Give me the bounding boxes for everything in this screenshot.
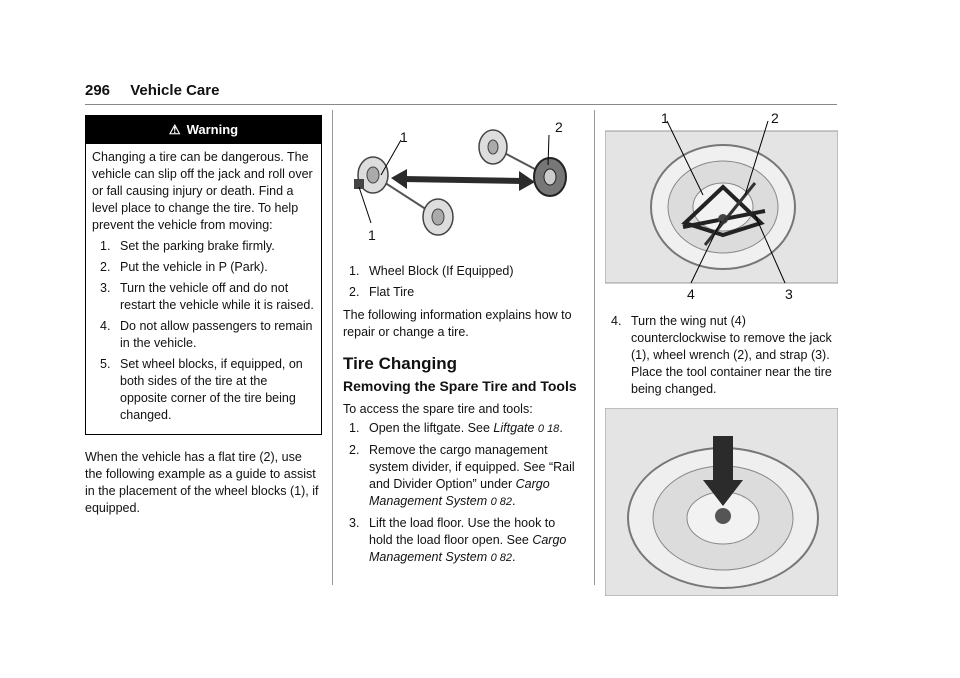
- diagonal-arrow: [402, 176, 524, 184]
- step-number: 1.: [100, 239, 111, 253]
- wheel-block-figure: 1 2 1: [343, 115, 581, 255]
- callout-label: 4: [687, 286, 695, 302]
- page-number: 296: [85, 82, 111, 99]
- legend-text: Wheel Block (If Equipped): [369, 264, 514, 278]
- page-reference[interactable]: 0 82: [490, 496, 513, 508]
- step-number: 3.: [100, 281, 111, 295]
- legend-item: 2. Flat Tire: [343, 284, 581, 301]
- warning-step: 4. Do not allow passengers to remain in t…: [92, 318, 315, 352]
- warning-step: 5. Set wheel blocks, if equipped, on both…: [92, 356, 315, 424]
- page-reference[interactable]: 0 18: [537, 423, 560, 435]
- warning-step: 3. Turn the vehicle off and do not restar…: [92, 280, 315, 314]
- step-text: Lift the load floor. Use the hook to hol…: [369, 516, 556, 547]
- legend-number: 2.: [349, 285, 360, 299]
- step-text: Remove the cargo management system divid…: [369, 443, 575, 491]
- flat-tire-paragraph: When the vehicle has a flat tire (2), us…: [85, 450, 319, 515]
- warning-icon: ⚠: [168, 122, 181, 137]
- access-step: 2. Remove the cargo management system div…: [343, 442, 581, 511]
- spare-tire-tools-illustration: [604, 120, 839, 284]
- warning-header: ⚠ Warning: [86, 116, 321, 144]
- wheel-wrench: [703, 182, 757, 246]
- cross-reference-link[interactable]: Cargo Management System: [369, 533, 567, 564]
- wing-nut: [715, 508, 731, 524]
- callout-label: 1: [661, 110, 669, 126]
- wing-nut-figure: [604, 407, 839, 597]
- access-step: 1. Open the liftgate. See Liftgate 0 18.: [343, 420, 581, 438]
- step-number: 2.: [349, 443, 360, 457]
- step-text: Set the parking brake firmly.: [120, 239, 275, 253]
- step-text-end: .: [559, 421, 563, 435]
- callout-label: 3: [785, 286, 793, 302]
- column-divider: [332, 110, 333, 585]
- step-number: 4.: [611, 314, 622, 328]
- figure-legend: 1. Wheel Block (If Equipped) 2. Flat Tire: [343, 263, 581, 301]
- intro-paragraph: The following information explains how t…: [343, 308, 572, 339]
- jack: [681, 184, 765, 238]
- section-heading: Tire Changing: [343, 354, 457, 373]
- step-number: 5.: [100, 357, 111, 371]
- access-intro: To access the spare tire and tools:: [343, 402, 533, 416]
- cross-reference-link[interactable]: Cargo Management System: [369, 477, 550, 508]
- step-number: 2.: [100, 260, 111, 274]
- warning-steps: 1. Set the parking brake firmly. 2. Put th…: [92, 238, 315, 424]
- section-title: Vehicle Care: [130, 82, 220, 99]
- legend-item: 1. Wheel Block (If Equipped): [343, 263, 581, 280]
- wheel-block: [354, 179, 364, 189]
- legend-text: Flat Tire: [369, 285, 415, 299]
- callout-label: 1: [368, 227, 376, 243]
- step-text: Turn the vehicle off and do not restart …: [120, 281, 314, 312]
- warning-body: Changing a tire can be dangerous. The ve…: [86, 144, 321, 434]
- warning-step: 1. Set the parking brake firmly.: [92, 238, 315, 255]
- down-arrow: [713, 436, 733, 482]
- column-2: 1 2 1 1. Wheel Block (If Equipped) 2. Flat…: [343, 115, 581, 571]
- page-header: 296 Vehicle Care: [85, 82, 219, 99]
- step-text: Set wheel blocks, if equipped, on both s…: [120, 357, 303, 422]
- step-text: Turn the wing nut (4) counterclockwise t…: [631, 314, 832, 396]
- column-3: 1 2 4 3 4. Turn the wing nut (4) counterc…: [604, 110, 839, 597]
- callout-label: 1: [400, 129, 408, 145]
- page-reference[interactable]: 0 82: [490, 552, 513, 564]
- step-number: 1.: [349, 421, 360, 435]
- step-text-end: .: [512, 550, 516, 564]
- access-steps: 1.Open the liftgate. See Liftgate 0 18. …: [343, 420, 581, 567]
- step-text: Do not allow passengers to remain in the…: [120, 319, 313, 350]
- step-text-end: .: [512, 494, 516, 508]
- wing-nut-illustration: [604, 407, 839, 597]
- warning-intro: Changing a tire can be dangerous. The ve…: [92, 150, 313, 232]
- tool-removal-step: 4. Turn the wing nut (4) counterclockwise…: [605, 313, 838, 398]
- wheel-block-diagram: [354, 129, 567, 236]
- step-number: 3.: [349, 516, 360, 530]
- column-divider: [594, 110, 595, 585]
- warning-step: 2. Put the vehicle in P (Park).: [92, 259, 315, 276]
- step-text: Open the liftgate. See: [369, 421, 494, 435]
- subsection-heading: Removing the Spare Tire and Tools: [343, 378, 577, 394]
- legend-number: 1.: [349, 264, 360, 278]
- column-1: ⚠ Warning Changing a tire can be dangerou…: [85, 115, 322, 517]
- access-step: 3. Lift the load floor. Use the hook to h…: [343, 515, 581, 567]
- cross-reference-link[interactable]: Liftgate: [493, 421, 535, 435]
- header-rule: [85, 104, 837, 105]
- step-number: 4.: [100, 319, 111, 333]
- warning-box: ⚠ Warning Changing a tire can be dangerou…: [85, 115, 322, 435]
- warning-title: Warning: [186, 122, 239, 137]
- step-item: 4. Turn the wing nut (4) counterclockwise…: [605, 313, 838, 398]
- spare-tire-tools-figure: 1 2 4 3: [604, 110, 839, 305]
- callout-label: 2: [771, 110, 779, 126]
- callout-label: 2: [555, 119, 563, 135]
- step-text: Put the vehicle in P (Park).: [120, 260, 268, 274]
